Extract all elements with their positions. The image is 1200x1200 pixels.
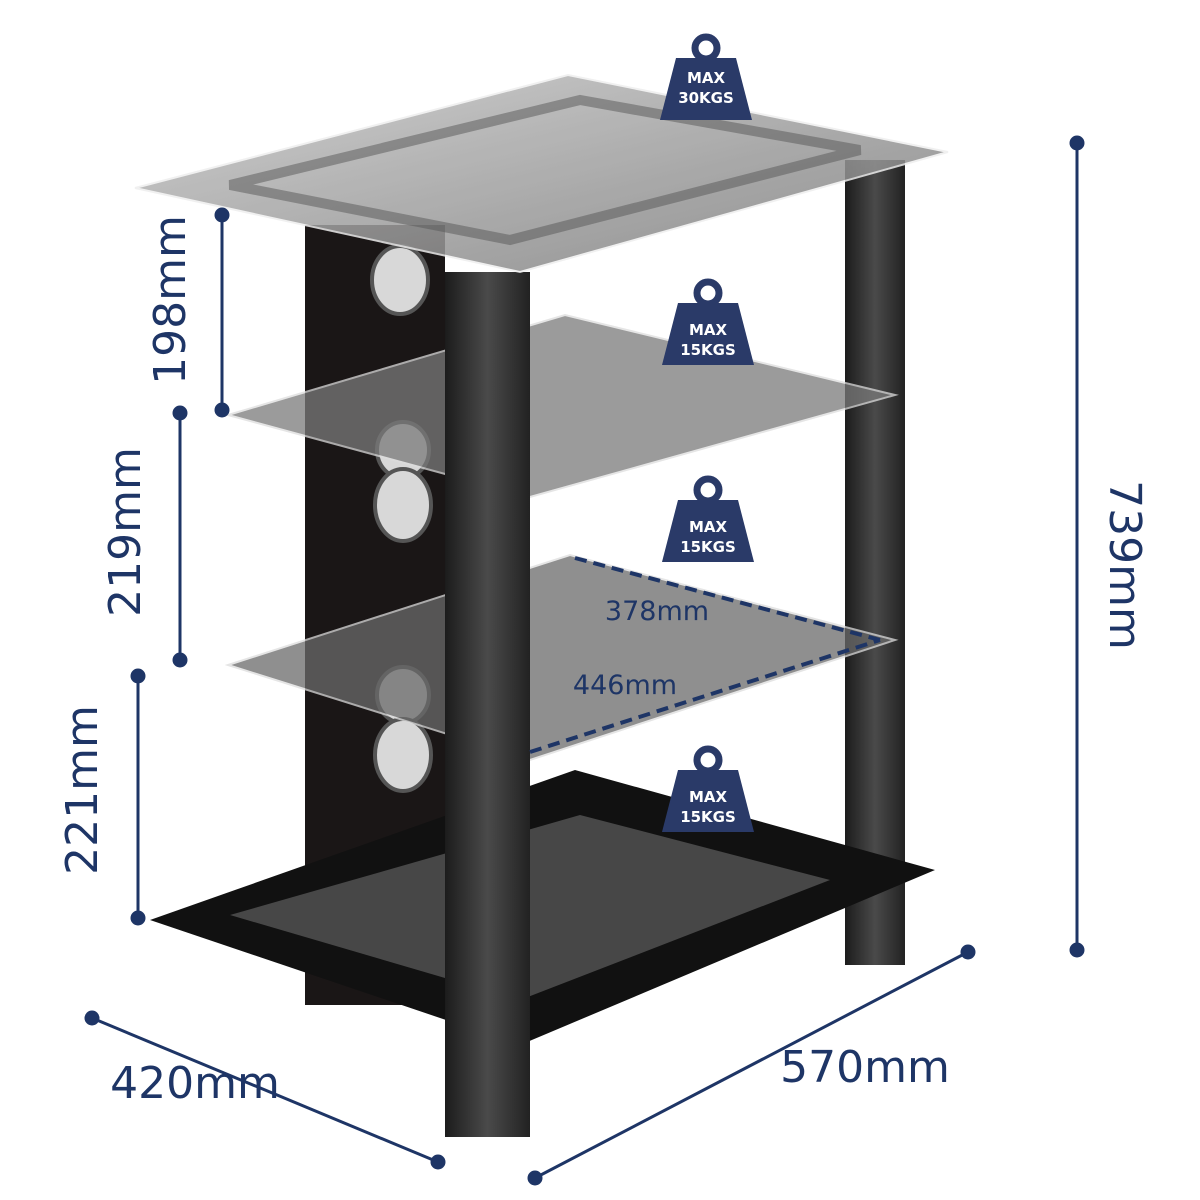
weight-badge-shelf-3: MAX 15KGS [662,479,754,562]
shelf-width-label: 446mm [573,670,677,701]
svg-text:MAX: MAX [689,788,728,806]
dimension-lines [84,135,1085,1186]
shelf-gap-middle-label: 219mm [100,447,151,617]
svg-text:15KGS: 15KGS [680,538,736,556]
shelf-gap-bottom-label: 221mm [57,705,108,875]
shelf-depth-line [574,556,881,642]
weight-badge-bottom: MAX 15KGS [662,749,754,832]
svg-text:15KGS: 15KGS [680,341,736,359]
shelf-gap-top-label: 198mm [145,215,196,385]
rear-right-leg [845,160,905,965]
shelf-depth-label: 378mm [605,596,709,627]
total-height-label: 739mm [1099,480,1150,650]
weight-badge-shelf-2: MAX 15KGS [662,282,754,365]
weight-badge-top: MAX 30KGS [660,37,752,120]
svg-text:30KGS: 30KGS [678,89,734,107]
front-left-leg [445,272,530,1137]
top-shelf [134,73,949,274]
shelf-width-line [529,638,881,754]
svg-text:MAX: MAX [689,518,728,536]
width-label: 570mm [780,1042,950,1093]
depth-label: 420mm [110,1058,280,1109]
svg-text:15KGS: 15KGS [680,808,736,826]
svg-text:MAX: MAX [687,69,726,87]
svg-text:MAX: MAX [689,321,728,339]
